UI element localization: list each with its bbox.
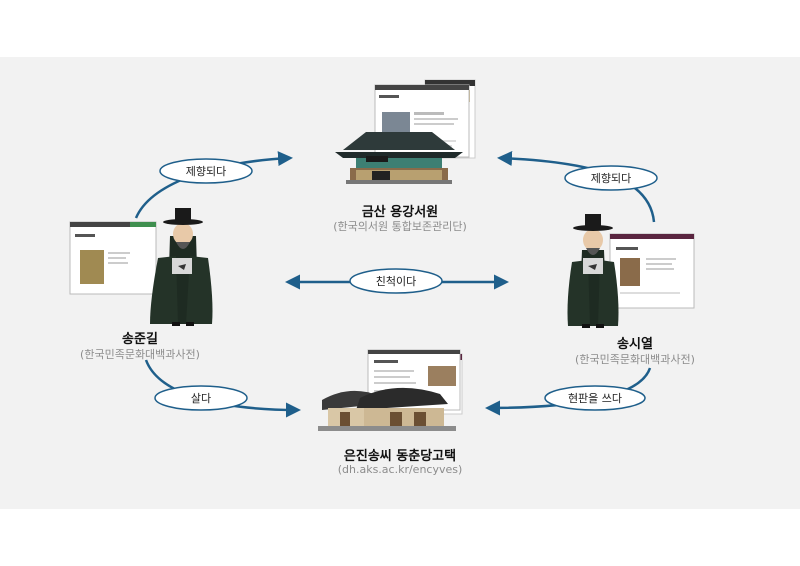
songjungil-figure (150, 208, 213, 326)
ellipse-right-enshrined (564, 165, 658, 191)
node-gotaek-title: 은진송씨 동춘당고택 (343, 449, 457, 464)
seowon-building (335, 132, 463, 184)
node-seowon-title: 금산 용강서원 (361, 205, 439, 220)
relation-kinship-label: 친척이다 (375, 275, 417, 288)
songjungil-screenshot (69, 221, 157, 295)
songsiyeol-figure (567, 214, 619, 328)
node-seowon-source: (한국의서원 통합보존관리단) (333, 220, 467, 233)
ellipse-lived (154, 385, 248, 411)
songsiyeol-screenshot (609, 233, 695, 309)
relation-left-enshrined-label: 제향되다 (185, 165, 227, 178)
gotaek-house (318, 387, 456, 431)
relation-lived-label: 살다 (190, 392, 212, 405)
gotaek-group (318, 349, 463, 431)
node-songsiyeol-title: 송시열 (617, 337, 653, 352)
relation-right-enshrined-label: 제향되다 (590, 172, 632, 185)
relation-ellipses (154, 158, 658, 411)
node-songjungil-source: (한국민족문화대백과사전) (80, 348, 200, 361)
ellipse-plaque (544, 385, 646, 411)
songsiyeol-group (567, 214, 695, 328)
node-songsiyeol-source: (한국민족문화대백과사전) (575, 353, 695, 366)
ellipse-kinship (349, 268, 443, 294)
node-songjungil-title: 송준길 (122, 332, 158, 347)
songjungil-group (69, 208, 213, 326)
relation-plaque-label: 현판을 쓰다 (567, 392, 623, 405)
node-gotaek-source: (dh.aks.ac.kr/encyves) (337, 463, 463, 476)
seowon-group (335, 79, 476, 184)
ellipse-left-enshrined (159, 158, 253, 184)
